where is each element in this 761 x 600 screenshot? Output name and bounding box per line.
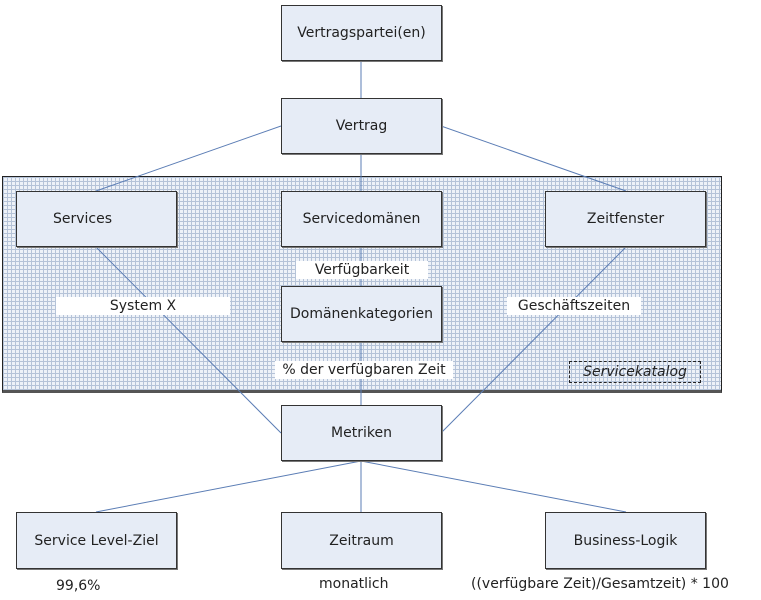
- node-vertragsparteien[interactable]: Vertragspartei(en): [281, 5, 442, 61]
- edge-label-verfuegbarkeit: Verfügbarkeit: [296, 261, 428, 279]
- node-zeitfenster[interactable]: Zeitfenster: [545, 191, 706, 247]
- edge-metriken-service-level-ziel: [95, 460, 362, 513]
- annotation-service-level-value: 99,6%: [56, 578, 101, 594]
- node-servicedomaenen[interactable]: Servicedomänen: [281, 191, 442, 247]
- node-domaenenkategorien[interactable]: Domänenkategorien: [281, 286, 442, 342]
- node-zeitraum[interactable]: Zeitraum: [281, 512, 442, 569]
- edge-label-geschaeftszeiten: Geschäftszeiten: [507, 297, 641, 315]
- node-label: Domänenkategorien: [289, 306, 434, 322]
- node-label: Zeitraum: [329, 532, 394, 549]
- node-vertrag[interactable]: Vertrag: [281, 98, 442, 154]
- node-label: Vertrag: [335, 118, 388, 134]
- node-metriken[interactable]: Metriken: [281, 405, 442, 461]
- node-label: Servicedomänen: [302, 211, 421, 227]
- node-label: Metriken: [331, 425, 392, 441]
- edge-vertrag-services: [95, 125, 282, 192]
- edge-metriken-business-logik: [360, 460, 627, 513]
- node-label: Vertragspartei(en): [297, 25, 426, 41]
- edge-vertrag-zeitfenster: [440, 125, 627, 192]
- node-service-level-ziel[interactable]: Service Level-Ziel: [16, 512, 177, 569]
- edge-label-prozent-verfuegbare-zeit: % der verfügbaren Zeit: [275, 361, 453, 379]
- node-label: Service Level-Ziel: [34, 532, 159, 549]
- edge-zeitfenster-metriken: [440, 246, 627, 434]
- node-label: Services: [53, 211, 113, 227]
- servicekatalog-label: Servicekatalog: [583, 364, 687, 380]
- node-label: Zeitfenster: [586, 211, 665, 227]
- annotation-business-logik-formula: ((verfügbare Zeit)/Gesamtzeit) * 100: [471, 576, 729, 592]
- edge-label-system-x: System X: [56, 297, 230, 315]
- servicekatalog-legend: Servicekatalog: [569, 361, 701, 383]
- edge-services-metriken: [95, 246, 282, 434]
- node-services[interactable]: Services: [16, 191, 177, 247]
- annotation-zeitraum-value: monatlich: [319, 576, 389, 592]
- node-business-logik[interactable]: Business-Logik: [545, 512, 706, 569]
- node-label: Business-Logik: [573, 532, 678, 549]
